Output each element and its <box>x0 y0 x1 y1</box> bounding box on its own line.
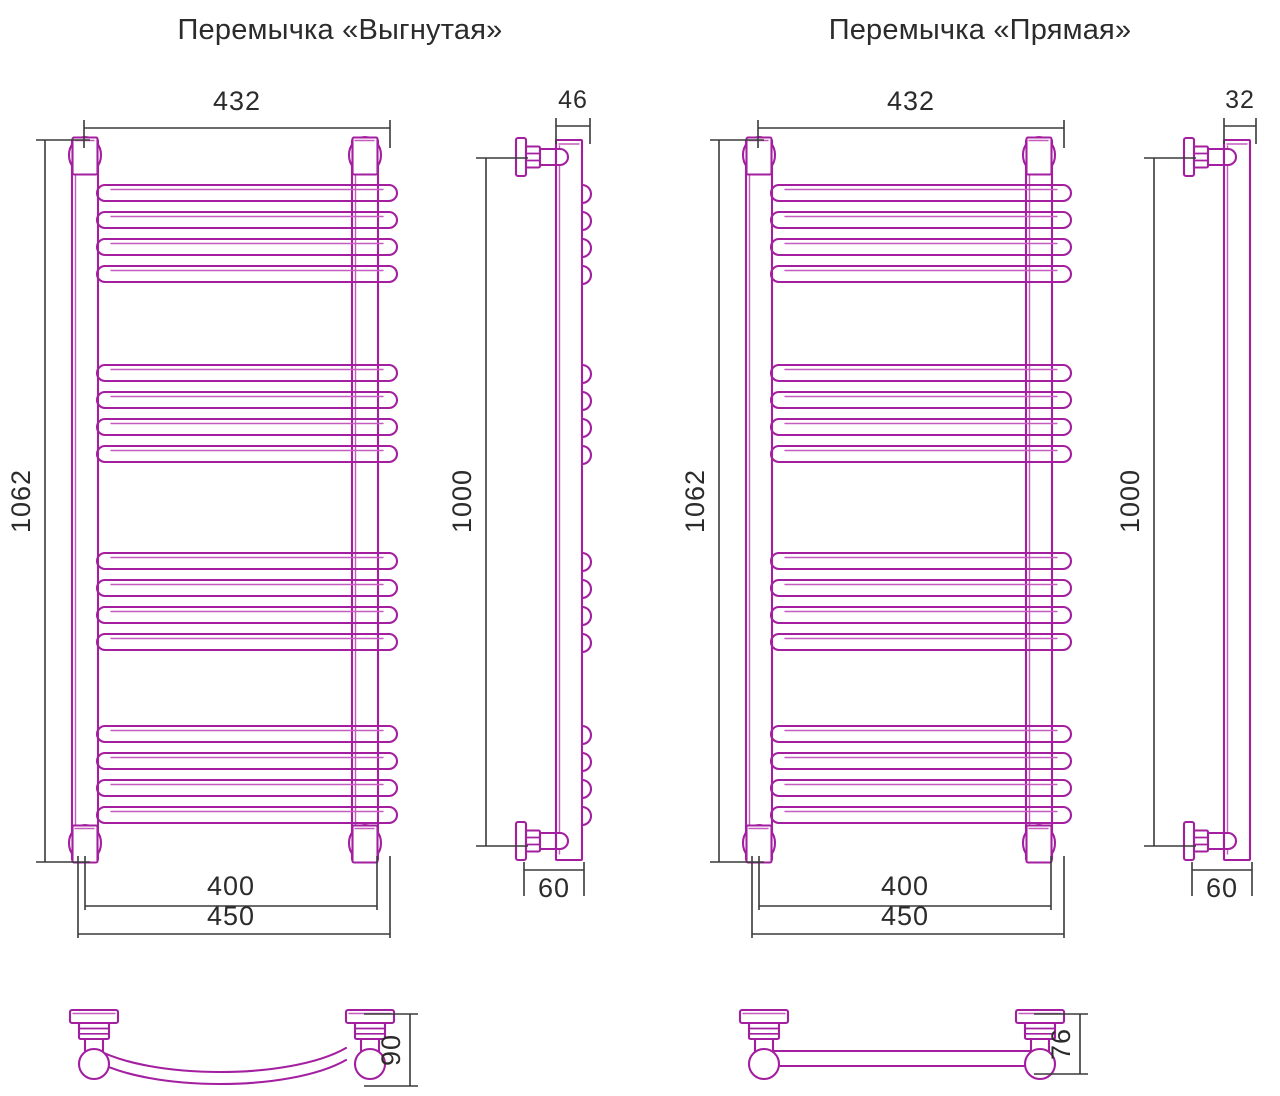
dimension-432-left: 432 <box>83 86 391 148</box>
dimension-label-90: 90 <box>376 1034 406 1066</box>
side-view-curved <box>514 136 593 862</box>
dimension-400-right: 400 <box>758 856 1052 910</box>
dimension-450-right: 450 <box>751 856 1065 938</box>
dimension-432-right: 432 <box>757 86 1065 148</box>
page-title-left: Перемычка «Выгнутая» <box>177 14 503 46</box>
dimension-label-1062-left: 1062 <box>6 469 36 533</box>
plan-mount-left <box>738 1008 790 1081</box>
fitting-top-left <box>741 135 777 176</box>
dimension-60-left: 60 <box>523 862 585 903</box>
dimension-label-76: 76 <box>1046 1028 1076 1060</box>
dimension-label-450-left: 450 <box>207 901 255 931</box>
dimension-label-46: 46 <box>558 86 588 114</box>
dimension-76: 76 <box>1034 1013 1088 1075</box>
front-view-straight <box>741 135 1073 864</box>
fitting-top-right <box>347 135 383 176</box>
dimension-400-left: 400 <box>84 856 378 910</box>
dimension-46: 46 <box>555 86 591 144</box>
dimension-32: 32 <box>1223 86 1257 144</box>
dimension-1000-left: 1000 <box>447 157 528 847</box>
front-view-curved <box>67 135 399 864</box>
side-view-straight <box>1182 136 1252 862</box>
rung-profiles <box>580 183 593 827</box>
dimension-60-right: 60 <box>1191 862 1253 903</box>
dimension-label-32: 32 <box>1225 86 1255 114</box>
left-side-tube <box>70 138 100 862</box>
left-assembly: 432 1062 400 450 <box>6 86 593 1087</box>
dimension-label-60-left: 60 <box>538 873 570 903</box>
left-side-tube <box>744 138 774 862</box>
dimension-1062-right: 1062 <box>680 139 764 863</box>
dimension-1062-left: 1062 <box>6 139 90 863</box>
dimension-label-432-left: 432 <box>213 86 261 116</box>
dimension-1000-right: 1000 <box>1115 157 1196 847</box>
fitting-top-left <box>67 135 103 176</box>
dimension-label-450-right: 450 <box>881 901 929 931</box>
dimension-label-1062-right: 1062 <box>680 469 710 533</box>
page-title-right: Перемычка «Прямая» <box>828 14 1132 46</box>
dimension-450-left: 450 <box>77 856 391 938</box>
fitting-top-right <box>1021 135 1057 176</box>
right-assembly: 432 1062 400 450 32 1000 <box>680 86 1257 1081</box>
dimension-90: 90 <box>364 1013 418 1087</box>
dimension-label-1000-left: 1000 <box>447 469 477 533</box>
dimension-label-1000-right: 1000 <box>1115 469 1145 533</box>
dimension-label-400-left: 400 <box>207 871 255 901</box>
plan-view-curved: 90 <box>68 1008 418 1087</box>
dimension-label-400-right: 400 <box>881 871 929 901</box>
dimension-label-432-right: 432 <box>887 86 935 116</box>
dimension-label-60-right: 60 <box>1206 873 1238 903</box>
plan-view-straight: 76 <box>738 1008 1088 1081</box>
